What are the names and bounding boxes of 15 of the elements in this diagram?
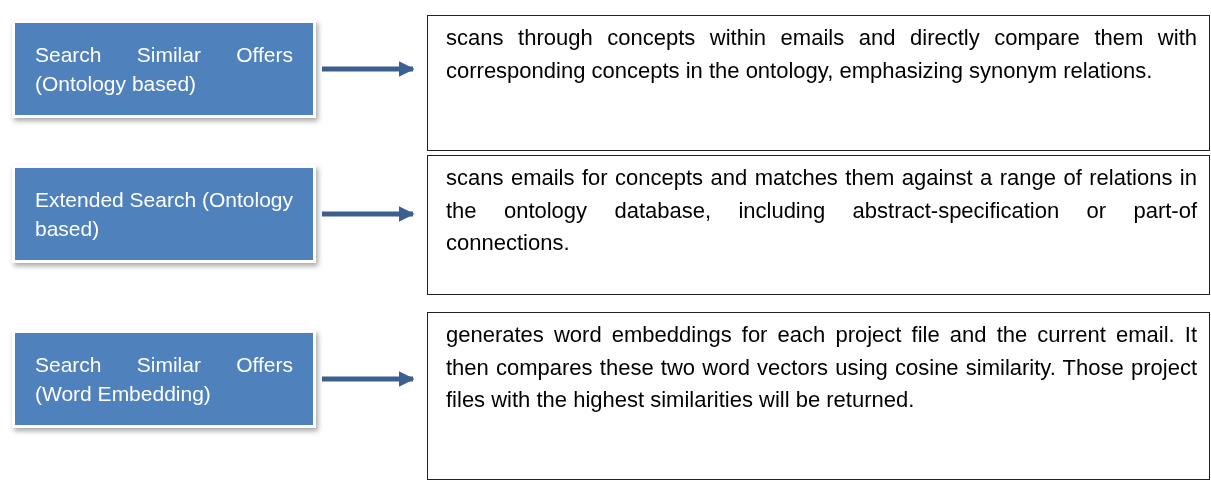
- process-label: Search Similar Offers (Word Embedding): [35, 351, 293, 407]
- description-box: [427, 312, 1210, 480]
- arrow: [322, 206, 415, 222]
- process-box: [12, 165, 316, 263]
- process-box: [12, 20, 316, 118]
- process-label: Search Similar Offers (Ontology based): [35, 41, 293, 97]
- description-text: generates word embeddings for each project file and the current email. It then compares these two word vectors using cosine similarity. Those project files with the highest similarities will be returned.: [446, 321, 1197, 415]
- process-box: [12, 330, 316, 428]
- arrow: [322, 61, 415, 77]
- description-box: [427, 155, 1210, 295]
- arrow: [322, 371, 415, 387]
- description-text: scans emails for concepts and matches them against a range of relations in the ontology database, including abstract-specification or part-of connections.: [446, 164, 1197, 258]
- description-box: [427, 15, 1210, 151]
- process-label: Extended Search (Ontology based): [35, 186, 293, 242]
- description-text: scans through concepts within emails and directly compare them with corresponding concepts in the ontology, emphasizing synonym relations.: [446, 24, 1197, 85]
